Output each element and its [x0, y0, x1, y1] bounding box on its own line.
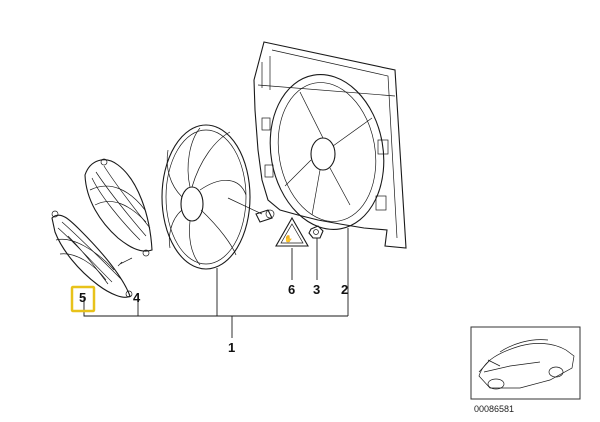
fan-guard-part-5[interactable]: [51, 210, 133, 298]
callout-1: 1: [228, 340, 235, 355]
callout-5: 5: [79, 290, 86, 305]
warning-label-part-6[interactable]: ✋: [275, 216, 309, 247]
callout-4: 4: [133, 290, 141, 305]
fan-shroud-part-2[interactable]: [253, 41, 407, 249]
fan-wheel-part-1[interactable]: [161, 124, 263, 270]
document-number: 00086581: [474, 404, 514, 414]
callout-6: 6: [288, 282, 295, 297]
callout-2: 2: [341, 282, 348, 297]
highlight-box-callout-5: [70, 285, 96, 313]
screw: [255, 209, 275, 223]
car-outline-icon: [470, 326, 581, 400]
motor-cover-part-4[interactable]: [84, 158, 153, 267]
callout-3: 3: [313, 282, 320, 297]
svg-text:✋: ✋: [284, 234, 293, 243]
leader-lines: [83, 228, 349, 338]
nut-part-3[interactable]: [308, 225, 324, 239]
callout-labels: 1 2 3 4 5 6: [79, 282, 348, 355]
